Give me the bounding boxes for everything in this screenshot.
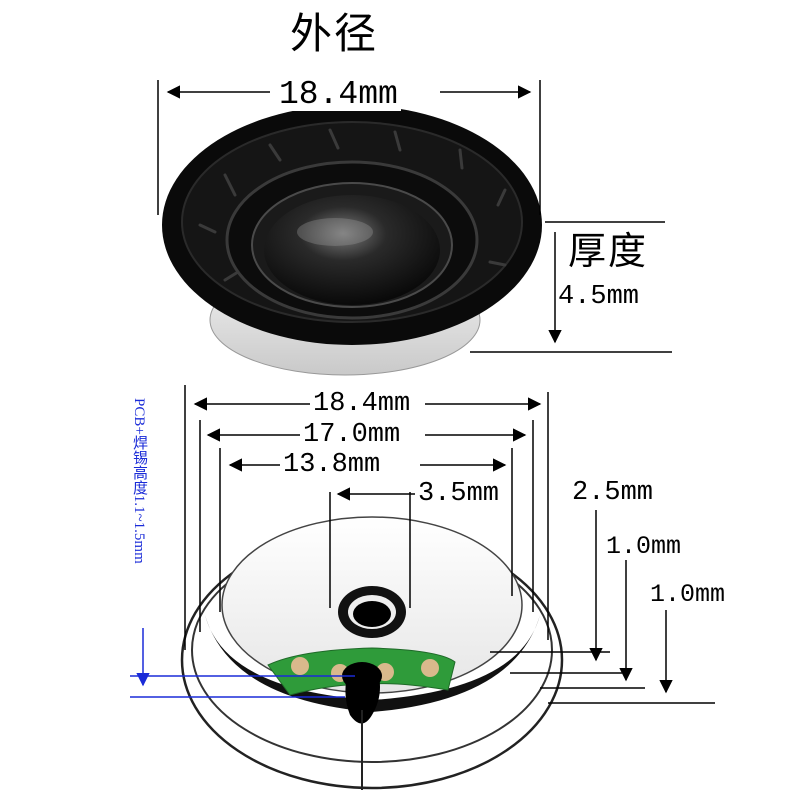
- bottom-dim-18-4: 18.4mm: [310, 391, 414, 418]
- outer-diameter-title: 外径: [290, 12, 379, 58]
- bottom-speaker-image: [180, 516, 564, 790]
- top-speaker-image: [162, 105, 542, 376]
- outer-diameter-value: 18.4mm: [276, 78, 401, 111]
- height-dim-1-0-b: 1.0mm: [650, 580, 726, 609]
- bottom-dim-13-8: 13.8mm: [280, 452, 384, 479]
- pcb-height-note: PCB+焊锡高度1.1~1.5mm: [131, 398, 147, 564]
- bottom-dim-lines: [184, 385, 715, 704]
- pcb-height-indicator: [130, 628, 355, 698]
- height-dim-2-5: 2.5mm: [572, 478, 654, 508]
- thickness-value: 4.5mm: [558, 282, 640, 312]
- thickness-title: 厚度: [568, 231, 649, 273]
- bottom-dim-3-5: 3.5mm: [418, 479, 500, 509]
- top-dim-lines: [157, 80, 672, 353]
- height-dim-1-0-a: 1.0mm: [606, 532, 682, 561]
- bottom-dim-17-0: 17.0mm: [300, 422, 404, 449]
